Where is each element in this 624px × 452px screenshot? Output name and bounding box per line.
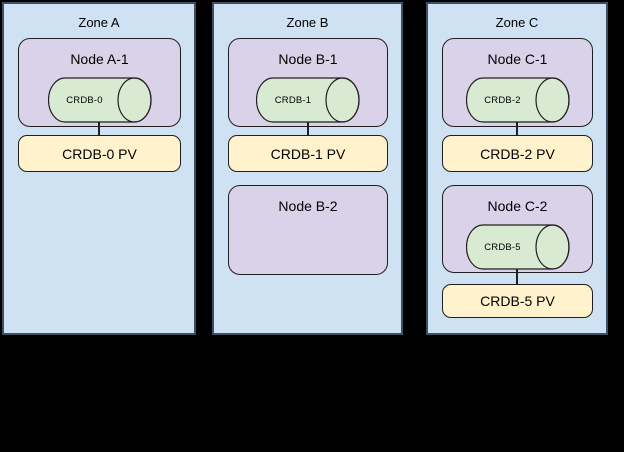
crdb-2-database-cylinder-icon: CRDB-2 bbox=[465, 77, 570, 123]
pv-crdb-2: CRDB-2 PV bbox=[442, 135, 593, 172]
node-a1: Node A-1 CRDB-0 bbox=[18, 38, 181, 127]
connector-node-a1-to-pv bbox=[98, 122, 100, 135]
crdb-5-database-cylinder-icon: CRDB-5 bbox=[465, 224, 570, 270]
crdb-0-label: CRDB-0 bbox=[66, 94, 103, 106]
node-c2-label: Node C-2 bbox=[487, 198, 548, 214]
pv-crdb-1: CRDB-1 PV bbox=[228, 135, 388, 172]
zone-a-label: Zone A bbox=[78, 15, 120, 30]
node-c2: Node C-2 CRDB-5 bbox=[442, 185, 593, 273]
node-b1: Node B-1 CRDB-1 bbox=[228, 38, 388, 127]
pv-crdb-2-label: CRDB-2 PV bbox=[480, 145, 555, 162]
pv-crdb-5-label: CRDB-5 PV bbox=[480, 293, 555, 309]
node-b2: Node B-2 bbox=[228, 185, 388, 275]
node-c1: Node C-1 CRDB-2 bbox=[442, 38, 593, 127]
connector-node-c2-to-pv bbox=[516, 269, 518, 284]
zone-a: Zone A Node A-1 CRDB-0 CRDB-0 PV bbox=[2, 2, 196, 335]
crdb-5-label: CRDB-5 bbox=[484, 241, 521, 253]
zone-c-label: Zone C bbox=[495, 15, 539, 30]
zone-c: Zone C Node C-1 CRDB-2 CRDB-2 PV Node C-… bbox=[426, 2, 608, 335]
node-c1-label: Node C-1 bbox=[487, 51, 548, 67]
crdb-2-label: CRDB-2 bbox=[484, 94, 521, 106]
node-b1-label: Node B-1 bbox=[278, 51, 338, 67]
pv-crdb-0: CRDB-0 PV bbox=[18, 135, 181, 172]
crdb-0-database-cylinder-icon: CRDB-0 bbox=[47, 77, 152, 123]
node-a1-label: Node A-1 bbox=[70, 51, 129, 67]
zone-b-label: Zone B bbox=[286, 15, 329, 30]
crdb-1-label: CRDB-1 bbox=[274, 94, 312, 106]
pv-crdb-0-label: CRDB-0 PV bbox=[62, 145, 137, 162]
pv-crdb-5: CRDB-5 PV bbox=[442, 284, 593, 318]
connector-node-b1-to-pv bbox=[306, 122, 309, 135]
crdb-1-database-cylinder-icon: CRDB-1 bbox=[256, 77, 360, 123]
node-b2-label: Node B-2 bbox=[278, 198, 338, 214]
connector-node-c1-to-pv bbox=[516, 122, 518, 135]
pv-crdb-1-label: CRDB-1 PV bbox=[270, 145, 346, 162]
zone-b: Zone B Node B-1 CRDB-1 CRDB-1 PV Node B-… bbox=[212, 2, 403, 335]
